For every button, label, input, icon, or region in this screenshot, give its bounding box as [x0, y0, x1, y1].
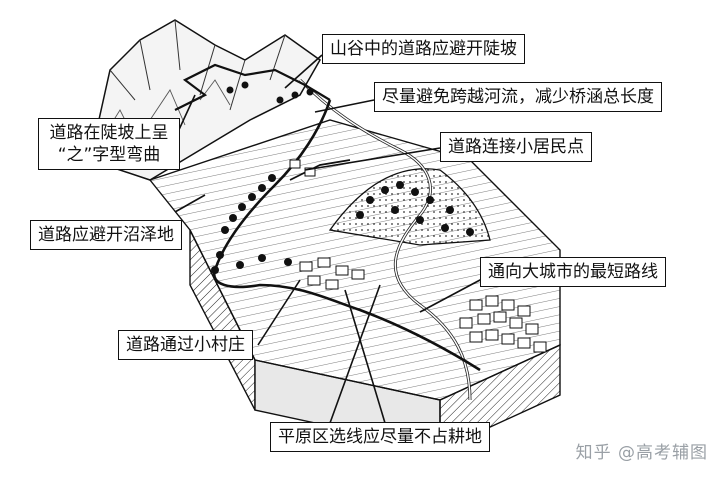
- trees: [211, 81, 474, 274]
- label-avoid-swamp: 道路应避开沼泽地: [30, 220, 182, 250]
- label-zigzag: 道路在陡坡上呈 “之”字型弯曲: [38, 118, 180, 170]
- label-zigzag-line2: “之”字型弯曲: [57, 145, 161, 165]
- label-zigzag-line1: 道路在陡坡上呈: [49, 123, 169, 143]
- city: [459, 295, 547, 353]
- small-village: [289, 159, 365, 290]
- label-shortest-route: 通向大城市的最短路线: [480, 257, 666, 287]
- roads: [174, 63, 481, 372]
- river: [298, 78, 472, 401]
- label-plain-farmland: 平原区选线应尽量不占耕地: [270, 422, 490, 452]
- label-connect-residents: 道路连接小居民点: [440, 132, 592, 162]
- label-avoid-river: 尽量避免跨越河流，减少桥涵总长度: [374, 82, 662, 112]
- label-through-village: 道路通过小村庄: [118, 330, 253, 360]
- forest-hill: [328, 168, 491, 246]
- label-valley-road: 山谷中的道路应避开陡坡: [322, 34, 525, 64]
- leader-lines: [164, 54, 496, 424]
- watermark: 知乎 @高考辅图: [575, 443, 708, 463]
